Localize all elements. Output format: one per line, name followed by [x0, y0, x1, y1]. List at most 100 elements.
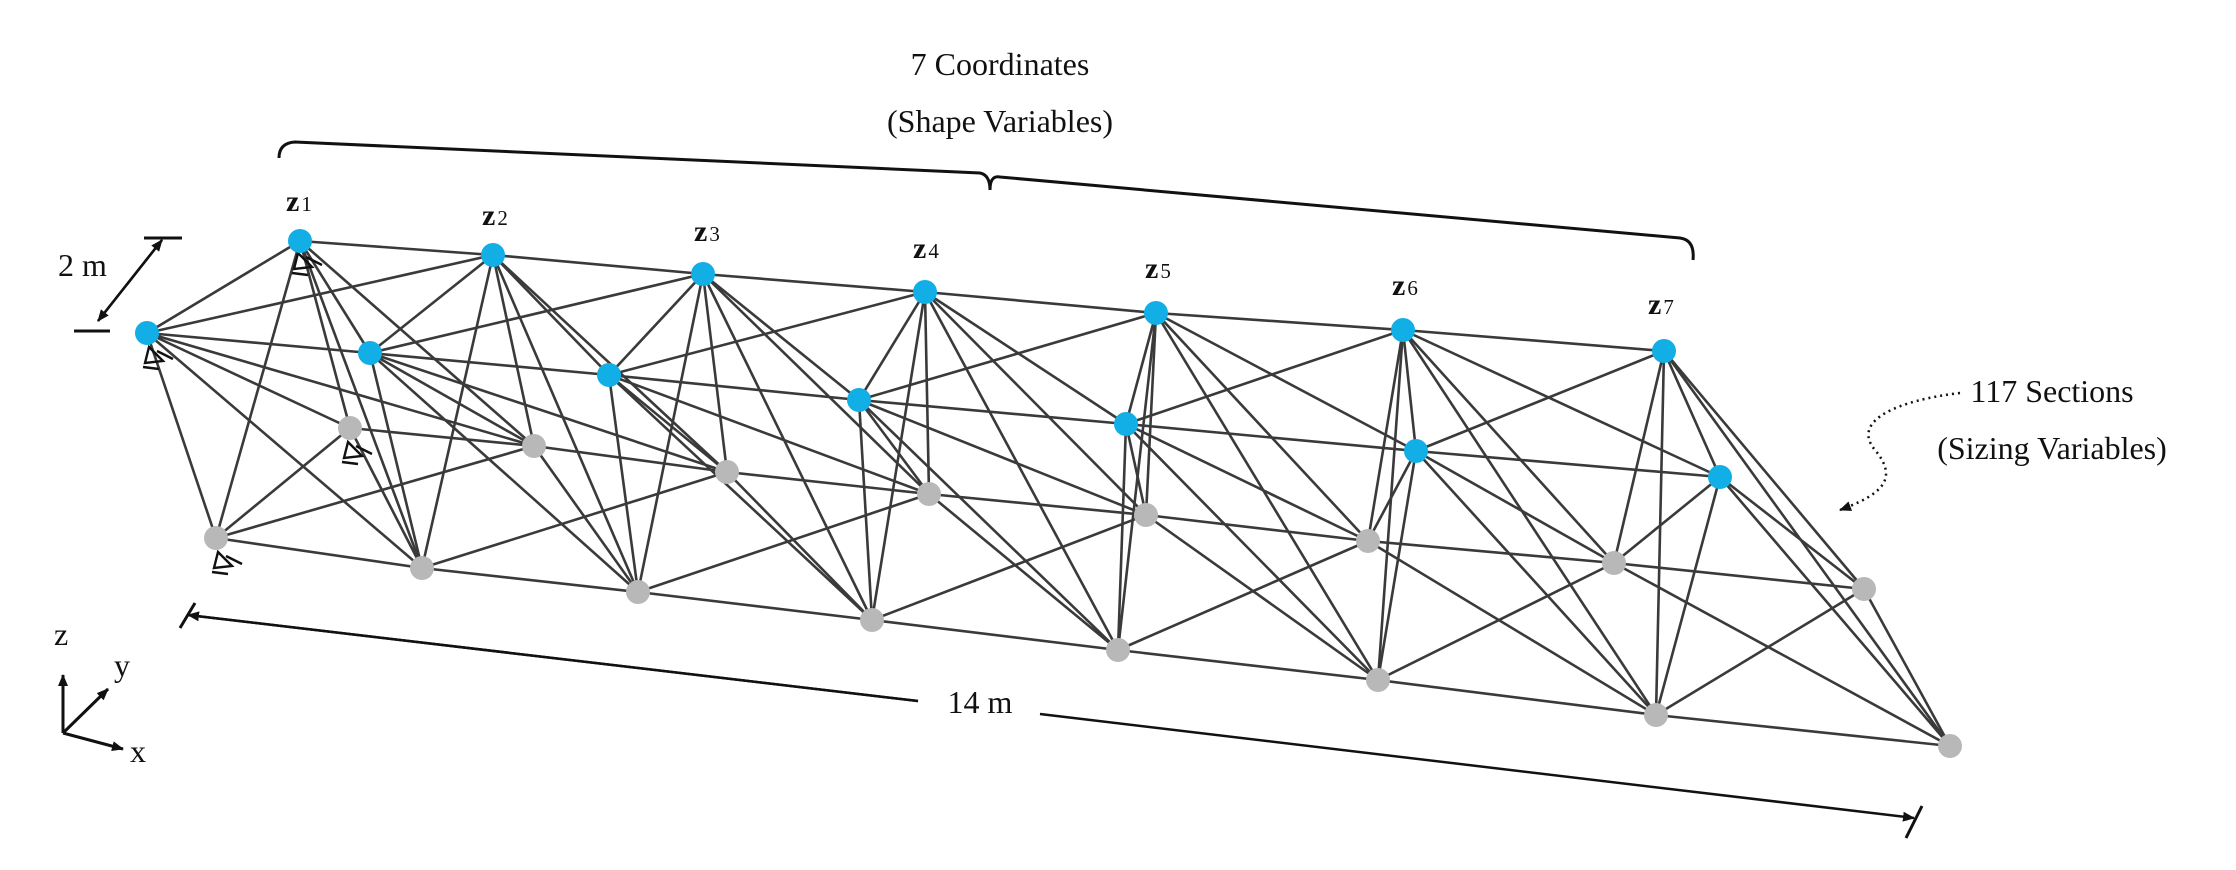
truss-member	[858, 399, 1119, 651]
truss-member	[1719, 476, 1951, 747]
pin-support-icon	[291, 250, 323, 277]
truss-member	[1125, 422, 1369, 543]
truss-member	[1377, 678, 1657, 717]
truss-member	[1402, 329, 1615, 564]
truss-member	[857, 399, 931, 495]
truss-member	[857, 399, 874, 621]
truss-member	[1366, 450, 1418, 542]
truss-member	[492, 254, 610, 376]
truss-member	[871, 618, 1119, 652]
truss-member	[1612, 350, 1666, 564]
truss-member	[608, 373, 930, 496]
truss-member	[1145, 513, 1379, 682]
z-label-7: z7	[1648, 288, 1674, 321]
truss-member	[1367, 539, 1615, 565]
z-labels: z1 z2 z3 z4 z5 z6 z7	[286, 185, 1674, 321]
truss-member	[870, 291, 927, 621]
truss-member	[1367, 539, 1657, 717]
truss-member	[1116, 423, 1128, 651]
truss-member	[701, 273, 874, 621]
truss-member	[348, 427, 424, 569]
truss-member	[608, 290, 926, 377]
base-node	[626, 580, 650, 604]
truss-member	[608, 373, 728, 474]
z-label-3: z3	[694, 215, 720, 248]
truss-member	[1719, 475, 1865, 591]
truss-members	[145, 239, 1952, 748]
shape-node	[1144, 301, 1168, 325]
truss-member	[1415, 449, 1615, 565]
truss-member	[726, 471, 873, 621]
z-label-1: z1	[286, 185, 312, 218]
truss-member	[1415, 349, 1665, 453]
truss-member	[369, 352, 639, 593]
truss-member	[369, 351, 610, 377]
truss-member	[1144, 312, 1158, 516]
truss-member	[1124, 312, 1158, 425]
z-label-5: z5	[1145, 252, 1171, 285]
truss-member	[146, 239, 301, 335]
z-label-2: z2	[482, 199, 508, 232]
truss-member	[1415, 449, 1721, 479]
truss-member	[145, 332, 218, 539]
shape-node	[691, 262, 715, 286]
truss-member	[1117, 648, 1379, 682]
base-node	[1938, 734, 1962, 758]
shape-node	[1404, 439, 1428, 463]
truss-member	[491, 254, 640, 593]
axis-triad	[58, 674, 124, 751]
truss-member	[923, 291, 931, 495]
truss-member	[1613, 475, 1721, 565]
shape-node	[847, 388, 871, 412]
truss-member	[1401, 329, 1658, 716]
truss-member	[1655, 587, 1865, 717]
truss-member	[1125, 328, 1404, 426]
truss-member	[492, 253, 704, 276]
base-node	[1644, 703, 1668, 727]
truss-member	[1377, 561, 1615, 682]
truss-member	[924, 290, 1127, 426]
truss-member	[608, 373, 860, 402]
length-dimension	[178, 602, 1924, 839]
truss-member	[1117, 539, 1369, 652]
truss-member	[533, 444, 728, 474]
truss-member	[1862, 588, 1952, 747]
shape-node	[913, 280, 937, 304]
truss-member	[702, 272, 860, 402]
supports	[142, 250, 373, 576]
truss-member	[1663, 350, 1865, 590]
truss-member	[421, 566, 639, 594]
truss-member	[215, 426, 351, 540]
truss-member	[637, 492, 930, 594]
truss-member	[421, 470, 728, 570]
base-node	[338, 416, 362, 440]
sections-line-1: 117 Sections	[1970, 373, 2133, 409]
axis-x-label: x	[130, 733, 146, 769]
truss-member	[215, 536, 423, 570]
width-dimension	[74, 236, 182, 333]
truss-member	[1401, 329, 1418, 452]
base-node	[522, 434, 546, 458]
shape-node	[135, 321, 159, 345]
base-node	[1602, 551, 1626, 575]
z-label-6: z6	[1392, 269, 1418, 302]
truss-member	[1662, 350, 1952, 747]
truss-member	[146, 331, 535, 448]
truss-member	[1402, 328, 1721, 479]
truss-member	[928, 492, 1119, 652]
truss-member	[1155, 311, 1417, 453]
truss-member	[1662, 350, 1722, 478]
truss-member	[726, 470, 930, 496]
base-node	[1106, 638, 1130, 662]
title-line-1: 7 Coordinates	[911, 46, 1090, 82]
z-label-4: z4	[913, 232, 939, 265]
truss-member	[146, 331, 371, 355]
base-node	[204, 526, 228, 550]
truss-member	[146, 332, 423, 569]
truss-member	[420, 254, 495, 569]
truss-member	[637, 590, 873, 622]
base-node	[917, 482, 941, 506]
truss-member	[702, 272, 926, 294]
sections-line-2: (Sizing Variables)	[1937, 430, 2167, 466]
base-node	[410, 556, 434, 580]
